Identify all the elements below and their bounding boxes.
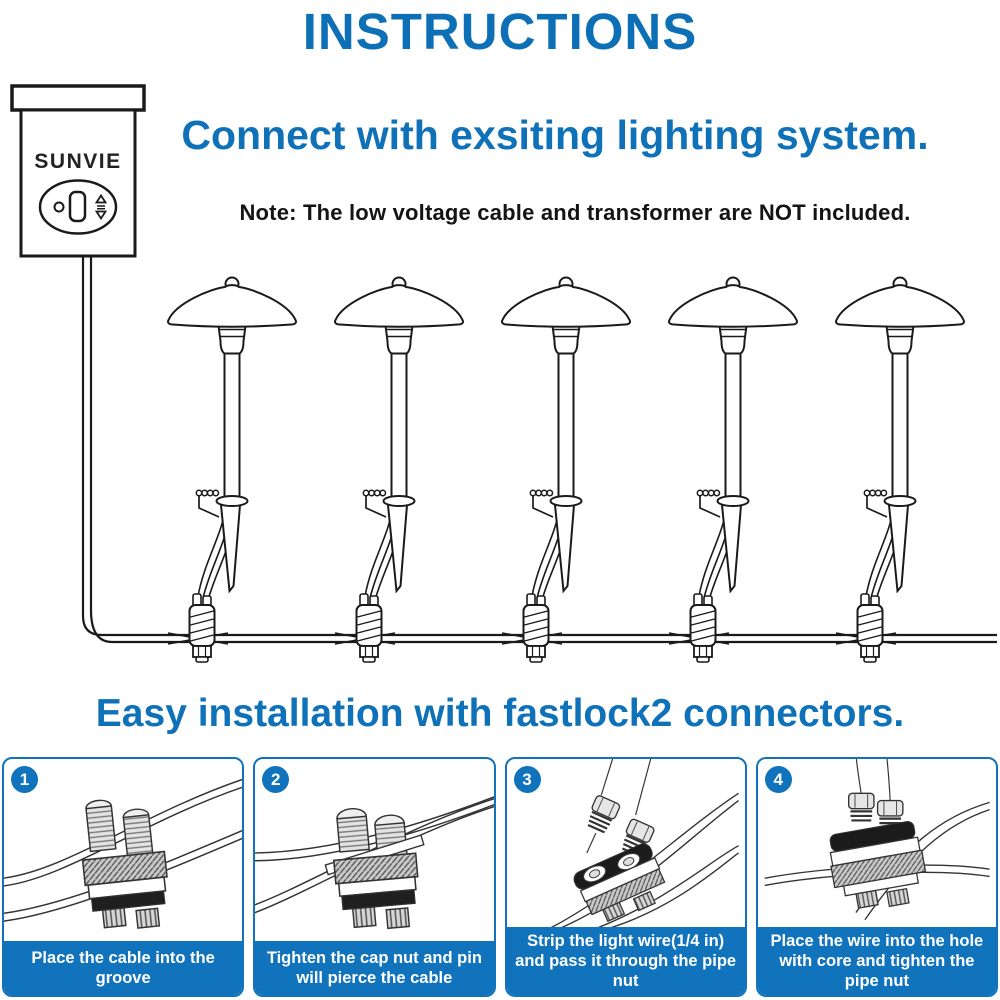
step-panel-4: 4 (755, 757, 998, 997)
pipe-nut-1 (847, 792, 875, 822)
installation-steps: 1 (2, 757, 998, 997)
fastlock2-connector (81, 799, 168, 929)
pathway-light-3 (501, 276, 631, 663)
step-4-illustration (758, 759, 996, 927)
pathway-light-2 (334, 276, 464, 663)
pipe-nut-1 (587, 795, 620, 834)
step-caption: Place the wire into the hole with core a… (757, 927, 996, 995)
step-number-badge: 2 (262, 766, 290, 793)
fastlock2-connector-body (829, 821, 926, 909)
step-3-illustration (507, 759, 745, 927)
step-panel-3: 3 (504, 757, 747, 997)
pathway-light-1 (167, 276, 297, 663)
pathway-light-5 (835, 276, 965, 663)
step-number-badge: 1 (11, 766, 38, 793)
not-included-note: Note: The low voltage cable and transfor… (239, 200, 911, 225)
photocell-timer-dial (38, 179, 118, 235)
pipe-nut-2 (621, 818, 655, 857)
transformer-brand-label: SUNVIE (34, 150, 121, 173)
install-heading: Easy installation with fastlock2 connect… (95, 692, 905, 735)
page-title: INSTRUCTIONS (302, 3, 698, 60)
fastlock2-connector (324, 807, 425, 930)
low-voltage-main-cable (81, 256, 997, 644)
light-wires (855, 759, 891, 803)
step-number-badge: 4 (764, 766, 792, 793)
step-2-illustration (255, 759, 494, 941)
step-panel-1: 1 (2, 757, 245, 997)
step-number-badge: 3 (513, 766, 541, 793)
step-caption: Place the cable into the groove (4, 941, 243, 995)
wiring-diagram: SUNVIE (10, 84, 997, 663)
step-caption: Tighten the cap nut and pin will pierce … (255, 941, 494, 995)
connector-tighten-art (255, 796, 494, 930)
pathway-light-4 (668, 276, 798, 663)
insert-wire-art (764, 759, 990, 921)
connector-groove-art (4, 778, 243, 929)
fastlock2-connector-body (573, 843, 665, 923)
step-panel-2: 2 (253, 757, 496, 997)
low-voltage-transformer: SUNVIE (10, 84, 146, 258)
step-caption: Strip the light wire(1/4 in) and pass it… (506, 927, 745, 995)
step-1-illustration (4, 759, 243, 941)
strip-wire-art (550, 759, 739, 927)
connect-heading: Connect with exsiting lighting system. (181, 112, 929, 158)
